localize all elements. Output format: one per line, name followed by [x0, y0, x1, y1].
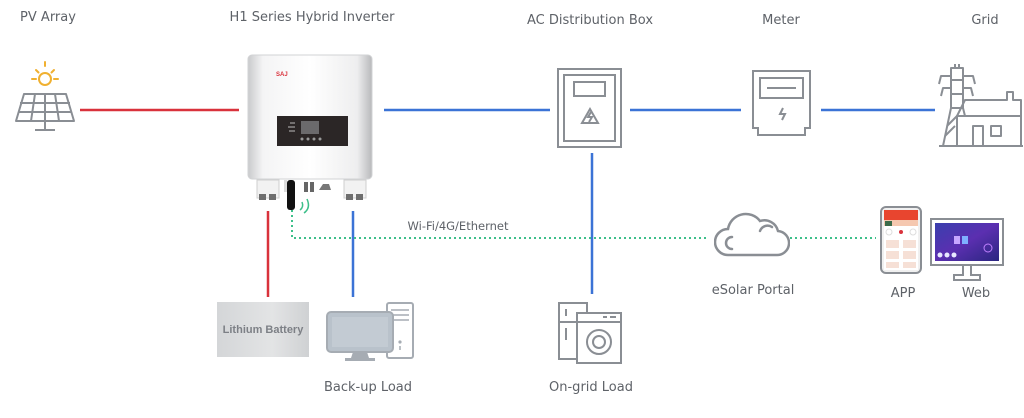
label-app: APP	[890, 286, 916, 301]
label-comm: Wi-Fi/4G/Ethernet	[407, 219, 509, 233]
label-inverter: H1 Series Hybrid Inverter	[229, 10, 395, 25]
inverter-icon: SAJ	[247, 54, 373, 214]
label-grid: Grid	[971, 13, 999, 28]
label-battery: Lithium Battery	[222, 323, 304, 336]
cloud-icon	[714, 212, 790, 257]
monitor-icon	[930, 218, 1004, 281]
distribution-box-icon	[557, 68, 622, 148]
label-pv-array: PV Array	[20, 10, 76, 25]
label-web: Web	[961, 286, 991, 301]
power-tower-house-icon	[938, 64, 1023, 147]
label-meter: Meter	[762, 13, 800, 28]
smartphone-icon	[880, 206, 922, 274]
inverter-brand: SAJ	[276, 72, 288, 78]
solar-panel-icon	[15, 61, 75, 131]
appliance-icon	[558, 302, 622, 364]
label-backup-load: Back-up Load	[323, 380, 413, 395]
computer-icon	[326, 302, 414, 361]
label-ac-box: AC Distribution Box	[526, 13, 654, 28]
meter-icon	[752, 70, 811, 136]
label-esolar-portal: eSolar Portal	[711, 283, 795, 298]
label-ongrid-load: On-grid Load	[549, 380, 633, 395]
lithium-battery: Lithium Battery	[217, 302, 309, 357]
comm-line-inverter-portal	[291, 200, 708, 239]
